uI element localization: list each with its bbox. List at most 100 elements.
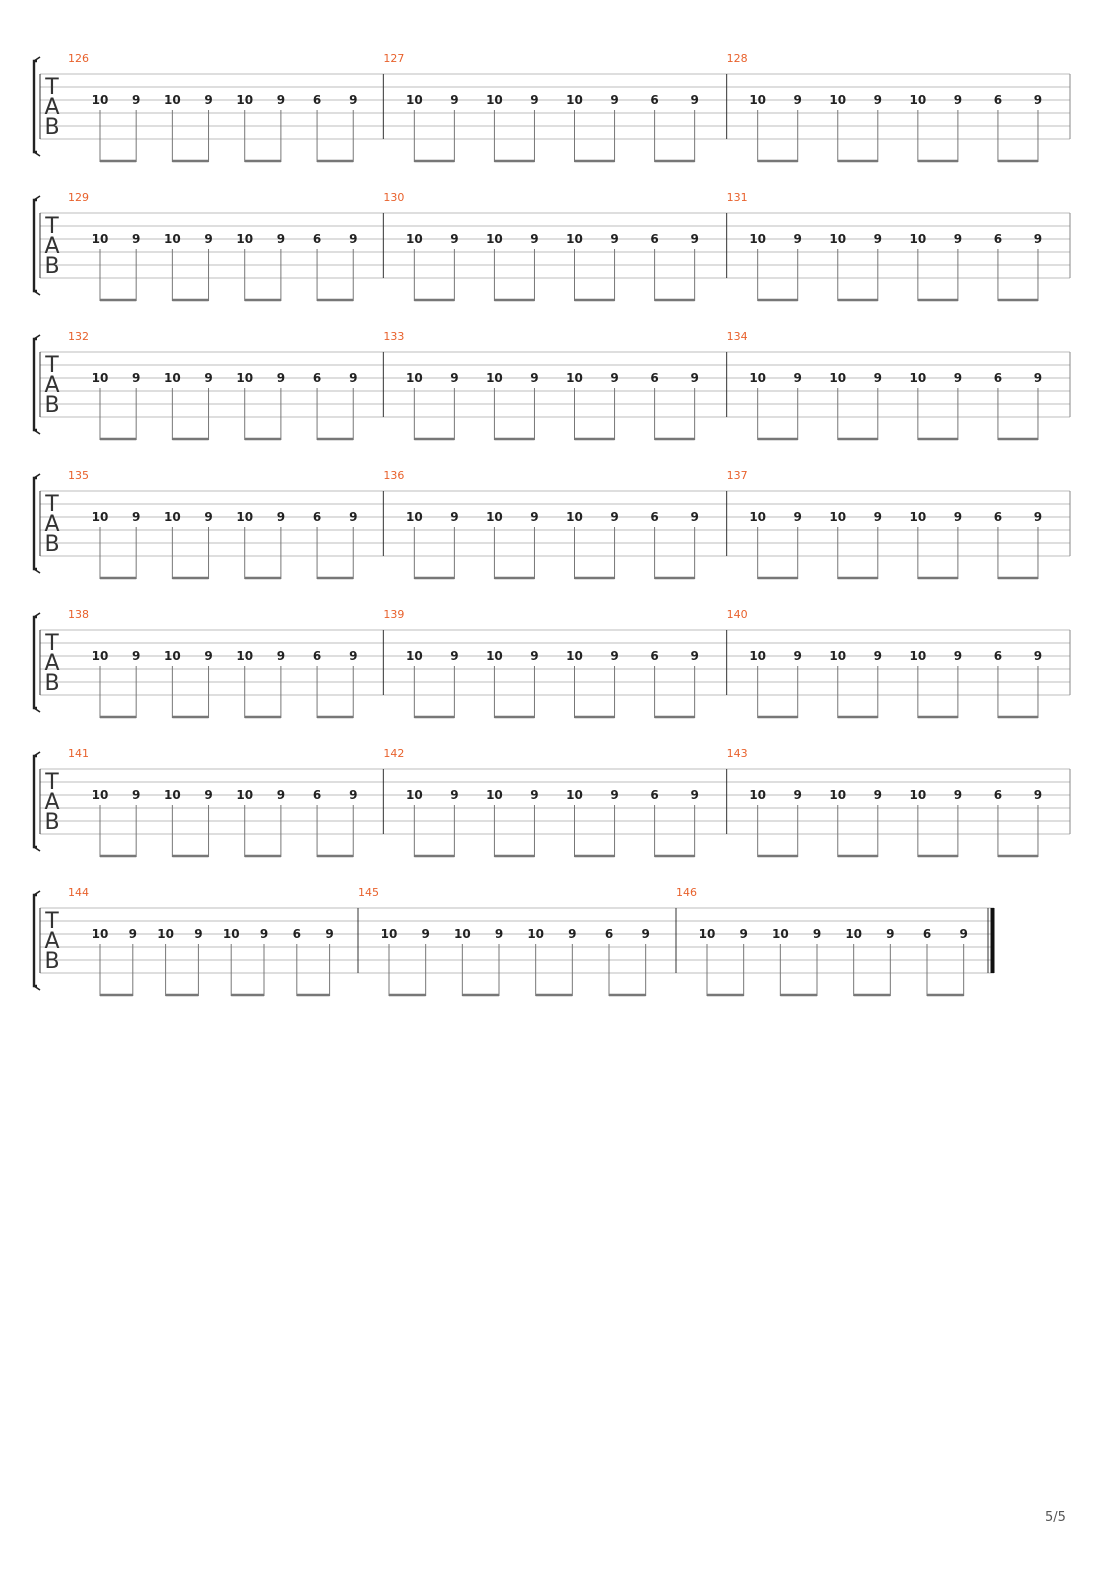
fret-number: 10	[749, 788, 766, 802]
fret-number: 9	[277, 232, 285, 246]
fret-number: 10	[749, 232, 766, 246]
fret-number: 10	[406, 232, 423, 246]
fret-number: 10	[772, 927, 789, 941]
bracket-hook-bottom	[33, 151, 41, 157]
measure-number: 135	[68, 469, 89, 482]
fret-number: 9	[1034, 371, 1042, 385]
fret-number: 9	[874, 510, 882, 524]
fret-number: 10	[406, 510, 423, 524]
fret-number: 10	[92, 232, 109, 246]
measure-number: 141	[68, 747, 89, 760]
fret-number: 9	[277, 371, 285, 385]
fret-number: 9	[349, 649, 357, 663]
tab-clef-letter: B	[44, 393, 59, 418]
fret-number: 10	[236, 788, 253, 802]
bracket-hook-top	[33, 56, 41, 62]
fret-number: 9	[349, 93, 357, 107]
fret-number: 6	[650, 93, 658, 107]
system-bracket	[32, 476, 37, 571]
fret-number: 9	[794, 93, 802, 107]
fret-number: 10	[486, 371, 503, 385]
fret-number: 6	[994, 649, 1002, 663]
fret-number: 9	[132, 371, 140, 385]
bracket-hook-top	[33, 751, 41, 757]
tab-clef-letter: T	[44, 353, 59, 378]
fret-number: 10	[845, 927, 862, 941]
fret-number: 6	[650, 788, 658, 802]
fret-number: 9	[794, 232, 802, 246]
tab-clef-letter: A	[44, 512, 59, 537]
fret-number: 10	[92, 371, 109, 385]
measure-number: 146	[676, 886, 697, 899]
fret-number: 10	[92, 927, 109, 941]
tab-clef-letter: B	[44, 810, 59, 835]
fret-number: 10	[157, 927, 174, 941]
fret-number: 10	[909, 371, 926, 385]
fret-number: 9	[1034, 649, 1042, 663]
fret-number: 6	[313, 93, 321, 107]
fret-number: 10	[406, 649, 423, 663]
tab-clef-letter: B	[44, 532, 59, 557]
bracket-hook-bottom	[33, 846, 41, 852]
fret-number: 10	[829, 510, 846, 524]
fret-number: 10	[749, 649, 766, 663]
tab-clef-letter: A	[44, 929, 59, 954]
system-bracket	[32, 754, 37, 849]
fret-number: 9	[1034, 510, 1042, 524]
measure-number: 145	[358, 886, 379, 899]
tab-clef-letter: T	[44, 214, 59, 239]
fret-number: 10	[381, 927, 398, 941]
fret-number: 9	[874, 93, 882, 107]
fret-number: 9	[204, 788, 212, 802]
fret-number: 10	[406, 371, 423, 385]
fret-number: 10	[566, 371, 583, 385]
fret-number: 9	[450, 371, 458, 385]
fret-number: 10	[236, 510, 253, 524]
fret-number: 10	[566, 788, 583, 802]
fret-number: 10	[236, 649, 253, 663]
fret-number: 9	[450, 93, 458, 107]
fret-number: 6	[650, 371, 658, 385]
measure-number: 137	[727, 469, 748, 482]
fret-number: 9	[204, 371, 212, 385]
bracket-hook-top	[33, 473, 41, 479]
tab-clef-letter: A	[44, 373, 59, 398]
bracket-hook-top	[33, 612, 41, 618]
fret-number: 6	[994, 788, 1002, 802]
fret-number: 9	[204, 93, 212, 107]
fret-number: 10	[236, 232, 253, 246]
fret-number: 9	[277, 510, 285, 524]
fret-number: 10	[566, 93, 583, 107]
fret-number: 9	[530, 232, 538, 246]
measure-number: 133	[383, 330, 404, 343]
fret-number: 6	[650, 510, 658, 524]
fret-number: 9	[530, 510, 538, 524]
fret-number: 9	[1034, 788, 1042, 802]
fret-number: 9	[954, 788, 962, 802]
measure-number: 138	[68, 608, 89, 621]
fret-number: 9	[530, 93, 538, 107]
tab-clef-letter: A	[44, 651, 59, 676]
fret-number: 6	[605, 927, 613, 941]
fret-number: 10	[92, 510, 109, 524]
fret-number: 9	[204, 232, 212, 246]
bracket-hook-top	[33, 195, 41, 201]
fret-number: 9	[954, 93, 962, 107]
measure-number: 142	[383, 747, 404, 760]
fret-number: 6	[313, 232, 321, 246]
fret-number: 9	[794, 788, 802, 802]
fret-number: 10	[164, 510, 181, 524]
fret-number: 9	[690, 371, 698, 385]
system-bracket	[32, 59, 37, 154]
fret-number: 10	[406, 788, 423, 802]
tab-clef-letter: T	[44, 631, 59, 656]
fret-number: 6	[313, 788, 321, 802]
fret-number: 9	[610, 93, 618, 107]
fret-number: 9	[132, 510, 140, 524]
fret-number: 6	[923, 927, 931, 941]
fret-number: 10	[236, 93, 253, 107]
fret-number: 9	[794, 649, 802, 663]
tab-clef-letter: T	[44, 909, 59, 934]
fret-number: 6	[313, 371, 321, 385]
fret-number: 10	[223, 927, 240, 941]
